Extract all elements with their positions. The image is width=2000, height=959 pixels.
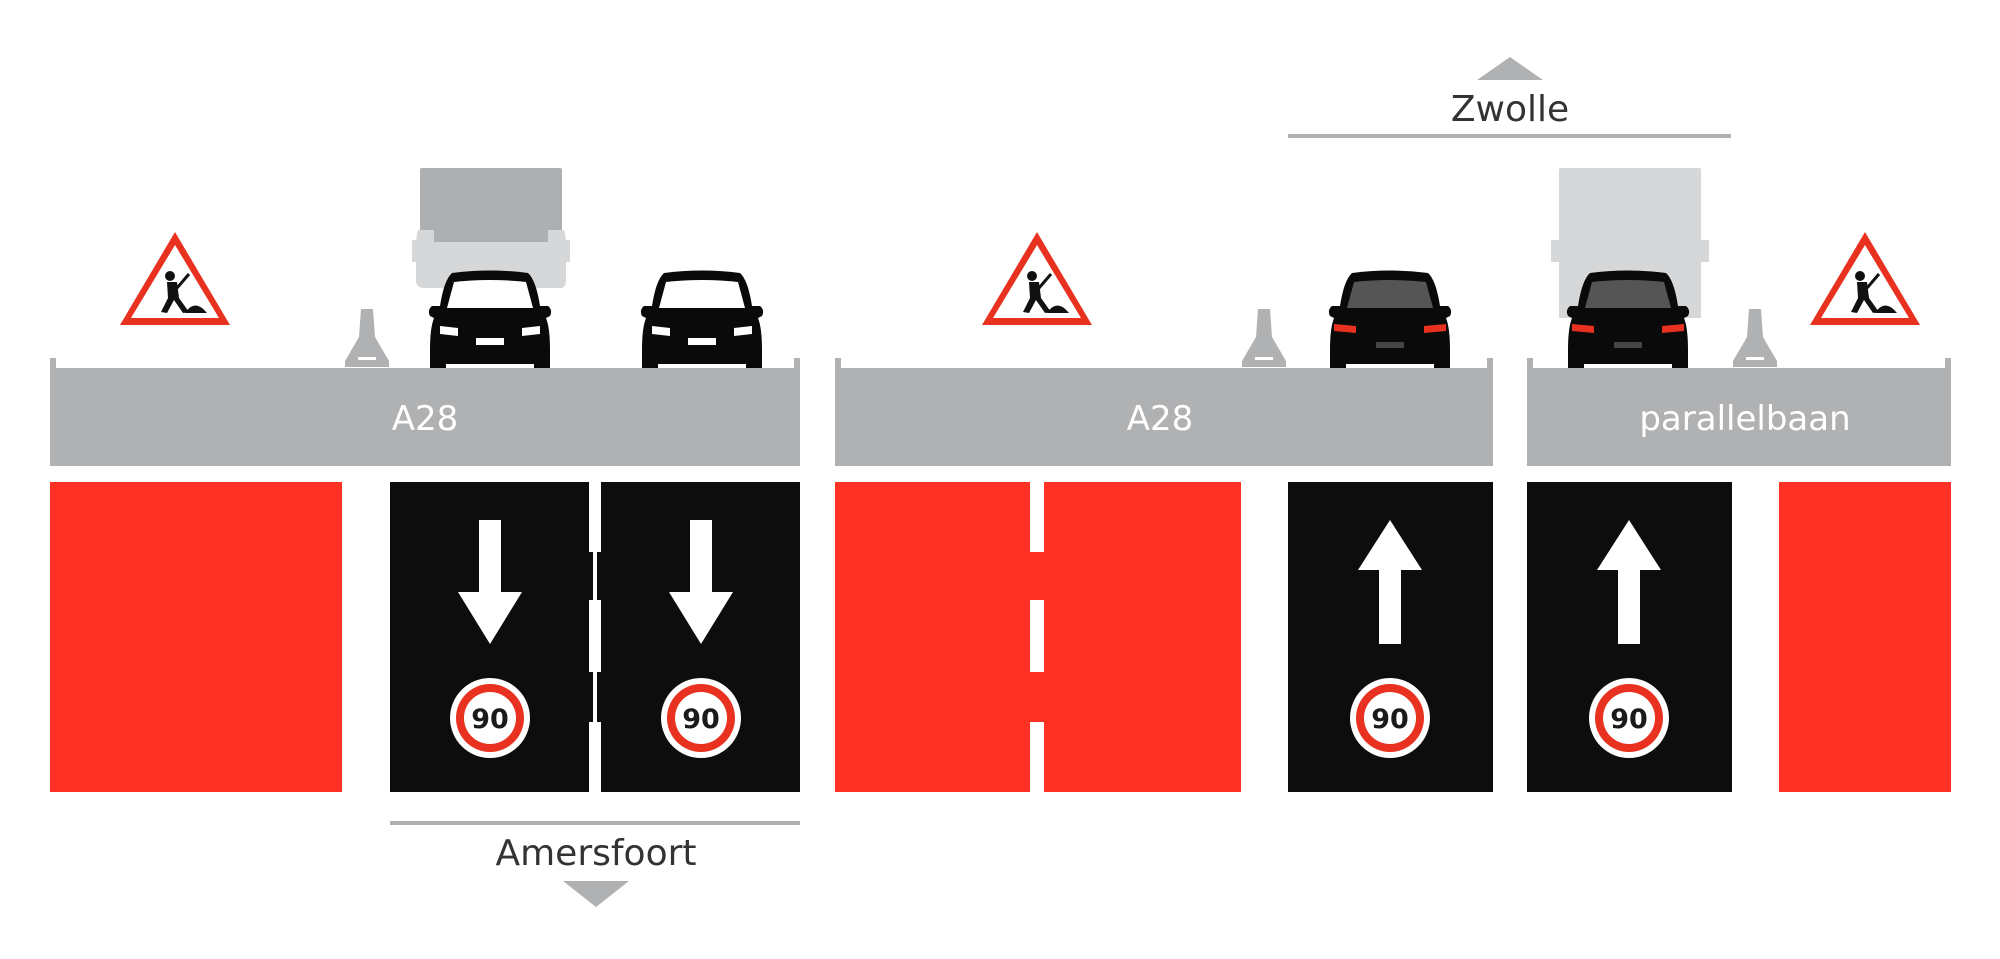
road-label: A28 xyxy=(392,399,459,439)
roadwork-warning-sign-icon xyxy=(118,230,232,327)
lane-divider-dashed xyxy=(589,482,601,792)
lane-arrow-down-icon xyxy=(669,520,733,644)
direction-zwolle: Zwolle xyxy=(1288,57,1731,138)
lane-arrow-down-icon xyxy=(458,520,522,644)
direction-amersfoort: Amersfoort xyxy=(390,821,800,907)
traffic-barrier-icon xyxy=(1242,309,1286,367)
direction-line-amersfoort xyxy=(390,821,800,825)
direction-label-amersfoort: Amersfoort xyxy=(495,833,696,874)
lane-closed xyxy=(1779,482,1951,792)
car-rear-icon xyxy=(1566,270,1690,372)
road-parallelbaan: parallelbaan xyxy=(1527,358,1951,466)
direction-label-zwolle: Zwolle xyxy=(1451,89,1569,130)
lane-closed xyxy=(50,482,342,792)
lane-arrow-up-icon xyxy=(1358,520,1422,644)
lane-open-parallelbaan: 90 xyxy=(1527,482,1732,792)
traffic-barrier-icon xyxy=(1733,309,1777,367)
car-front-icon xyxy=(640,270,764,372)
roadwork-warning-sign-icon xyxy=(980,230,1094,327)
speed-limit-value: 90 xyxy=(1610,704,1648,735)
lane-open-southbound: 90 xyxy=(390,482,593,792)
speed-limit-value: 90 xyxy=(682,704,720,735)
truck-icon xyxy=(412,168,570,288)
lane-arrow-up-icon xyxy=(1597,520,1661,644)
speed-limit-value: 90 xyxy=(1371,704,1409,735)
road-a28-northbound: A28 xyxy=(835,358,1493,466)
direction-line-zwolle xyxy=(1288,134,1731,138)
car-front-icon xyxy=(428,270,552,372)
traffic-barrier-icon xyxy=(345,309,389,367)
car-rear-icon xyxy=(1328,270,1452,372)
lane-open-northbound: 90 xyxy=(1288,482,1493,792)
down-triangle-icon xyxy=(563,881,629,907)
lane-divider-dashed xyxy=(1030,482,1044,792)
up-triangle-icon xyxy=(1477,57,1543,80)
road-a28-southbound: A28 xyxy=(50,358,800,466)
speed-limit-value: 90 xyxy=(471,704,509,735)
roadwork-warning-sign-icon xyxy=(1808,230,1922,327)
road-label: parallelbaan xyxy=(1639,399,1850,439)
lane-open-southbound: 90 xyxy=(597,482,800,792)
road-label: A28 xyxy=(1127,399,1194,439)
